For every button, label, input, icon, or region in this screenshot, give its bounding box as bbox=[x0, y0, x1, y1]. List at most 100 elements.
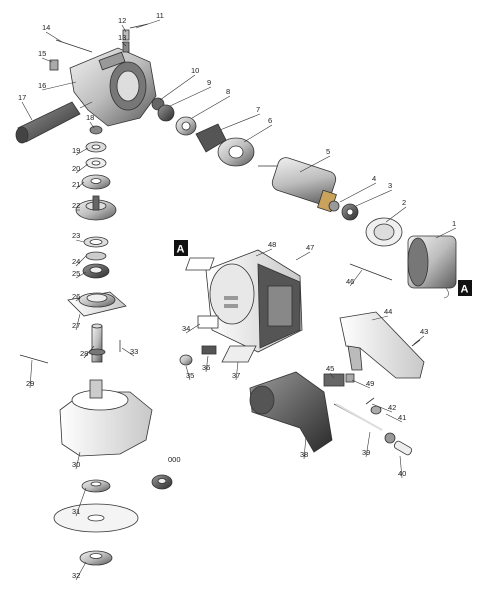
label-47-part bbox=[185, 257, 215, 271]
leader-line-46 bbox=[349, 269, 363, 287]
part-number-35: 35 bbox=[186, 371, 194, 380]
part-number-33: 33 bbox=[130, 347, 138, 356]
leader-line-48 bbox=[255, 248, 273, 257]
part-shapes bbox=[15, 23, 457, 566]
motor-housing-part bbox=[205, 249, 303, 353]
part-number-18: 18 bbox=[86, 113, 94, 122]
leader-line-9 bbox=[169, 86, 212, 107]
wheel-cover-part bbox=[59, 379, 153, 457]
drive-gear-parts bbox=[151, 97, 255, 167]
leader-line-18 bbox=[89, 121, 95, 129]
part-number-29: 29 bbox=[26, 379, 34, 388]
part-number-27: 27 bbox=[72, 321, 80, 330]
bearing-box-part bbox=[67, 291, 127, 317]
lock-nut-marking: 000 bbox=[168, 455, 181, 464]
label-37-part bbox=[221, 345, 257, 363]
cord-parts bbox=[333, 397, 396, 444]
part-number-49: 49 bbox=[366, 379, 374, 388]
leader-line-31 bbox=[75, 487, 87, 517]
leader-line-1 bbox=[435, 227, 457, 239]
leader-line-23 bbox=[75, 239, 85, 243]
lock-nut-part bbox=[79, 550, 113, 566]
leader-line-5 bbox=[299, 155, 331, 173]
label-34-part bbox=[197, 315, 219, 329]
leader-line-21 bbox=[75, 181, 85, 190]
leader-line-2 bbox=[385, 206, 407, 223]
part-number-12: 12 bbox=[118, 16, 126, 25]
part-number-19: 19 bbox=[72, 146, 80, 155]
cord-part bbox=[393, 440, 413, 456]
spindle-part bbox=[88, 323, 106, 363]
part-number-15: 15 bbox=[38, 49, 46, 58]
rear-handle-part bbox=[249, 371, 333, 453]
leader-line-7 bbox=[219, 113, 261, 131]
leader-line-34 bbox=[185, 323, 201, 334]
part-number-6: 6 bbox=[268, 116, 272, 125]
part-number-42: 42 bbox=[388, 403, 396, 412]
part-number-9: 9 bbox=[207, 78, 211, 87]
leader-line-42 bbox=[371, 403, 393, 413]
leader-line-8 bbox=[191, 95, 231, 119]
part-number-22: 22 bbox=[72, 201, 80, 210]
part-number-7: 7 bbox=[256, 105, 260, 114]
part-number-17: 17 bbox=[18, 93, 26, 102]
leader-line-13 bbox=[121, 41, 127, 47]
part-number-47: 47 bbox=[306, 243, 314, 252]
leader-line-26 bbox=[75, 297, 81, 302]
leader-line-44 bbox=[371, 315, 389, 321]
leader-line-27 bbox=[75, 313, 81, 331]
part-number-31: 31 bbox=[72, 507, 80, 516]
part-number-23: 23 bbox=[72, 231, 80, 240]
leader-line-33 bbox=[121, 347, 135, 357]
part-number-20: 20 bbox=[72, 164, 80, 173]
part-number-30: 30 bbox=[72, 460, 80, 469]
part-number-4: 4 bbox=[372, 174, 376, 183]
carbon-brush-part bbox=[201, 345, 217, 355]
part-number-5: 5 bbox=[326, 147, 330, 156]
leader-line-4 bbox=[339, 182, 377, 203]
baffle-plate-part bbox=[365, 217, 403, 247]
leader-lines bbox=[21, 19, 457, 581]
part-number-16: 16 bbox=[38, 81, 46, 90]
part-number-43: 43 bbox=[420, 327, 428, 336]
shaft-lock-parts bbox=[49, 23, 149, 71]
switch-part bbox=[323, 373, 345, 387]
reference-mark-right: A bbox=[458, 280, 472, 296]
gear-housing-part bbox=[69, 47, 157, 127]
spindle-stack-parts bbox=[75, 125, 117, 279]
leader-line-45 bbox=[329, 372, 335, 379]
part-number-40: 40 bbox=[398, 469, 406, 478]
part-number-44: 44 bbox=[384, 307, 392, 316]
reference-mark-left-text: A bbox=[177, 244, 185, 256]
screw-29-part bbox=[19, 354, 49, 364]
part-number-46: 46 bbox=[346, 277, 354, 286]
leader-line-17 bbox=[21, 101, 33, 121]
part-number-36: 36 bbox=[202, 363, 210, 372]
leader-line-25 bbox=[75, 271, 87, 279]
part-number-26: 26 bbox=[72, 292, 80, 301]
leader-line-32 bbox=[75, 561, 87, 581]
screw-46-part bbox=[349, 263, 393, 281]
leader-line-3 bbox=[355, 189, 393, 207]
leader-line-39 bbox=[365, 431, 371, 458]
part-number-24: 24 bbox=[72, 257, 80, 266]
armature-part bbox=[258, 157, 359, 221]
part-number-45: 45 bbox=[326, 364, 334, 373]
part-number-2: 2 bbox=[402, 198, 406, 207]
part-number-11: 11 bbox=[156, 11, 164, 20]
side-handle-part bbox=[15, 101, 93, 144]
leader-line-35 bbox=[185, 365, 191, 381]
part-number-21: 21 bbox=[72, 180, 80, 189]
leader-line-16 bbox=[41, 81, 77, 91]
part-number-28: 28 bbox=[80, 349, 88, 358]
leader-line-24 bbox=[75, 255, 87, 267]
leader-line-41 bbox=[385, 413, 403, 423]
part-number-3: 3 bbox=[388, 181, 392, 190]
part-number-48: 48 bbox=[268, 240, 276, 249]
part-number-39: 39 bbox=[362, 448, 370, 457]
lock-nut-wrench-part bbox=[151, 474, 173, 490]
reference-mark-left: A bbox=[174, 240, 188, 256]
part-number-14: 14 bbox=[42, 23, 50, 32]
part-number-37: 37 bbox=[232, 371, 240, 380]
